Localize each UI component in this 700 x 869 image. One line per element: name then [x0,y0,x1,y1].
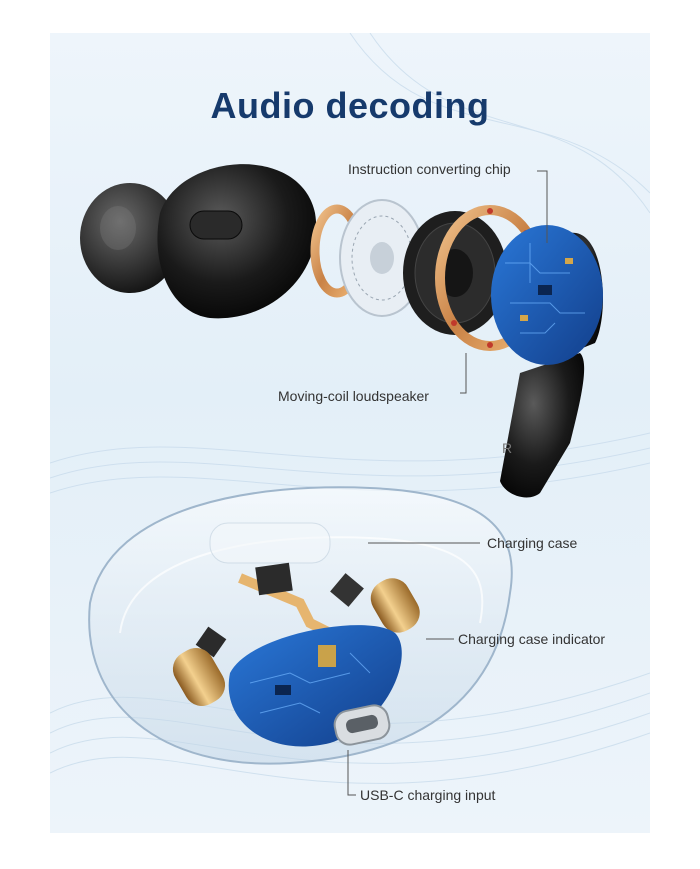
label-charging-case: Charging case [487,535,578,551]
chip-component [255,562,293,596]
moving-coil-speaker [403,211,507,335]
leader-lines [460,170,548,394]
label-usb-c: USB-C charging input [360,787,496,803]
ear-tip [80,183,180,293]
battery-cell [172,647,226,707]
side-marker: R [502,440,512,456]
chip-component [330,573,364,607]
earbud-housing [157,164,317,319]
product-infographic: Audio decoding [50,33,650,833]
label-case-indicator: Charging case indicator [458,631,606,647]
battery-cell [370,578,420,633]
leader-lines [347,542,480,796]
label-loudspeaker: Moving-coil loudspeaker [278,388,429,404]
diaphragm [339,199,425,317]
pcb-chip [491,225,603,365]
page-title: Audio decoding [210,85,490,126]
usb-c-connector [333,704,391,746]
exploded-earbud-illustration: R [80,164,603,796]
label-instruction-chip: Instruction converting chip [348,161,511,177]
